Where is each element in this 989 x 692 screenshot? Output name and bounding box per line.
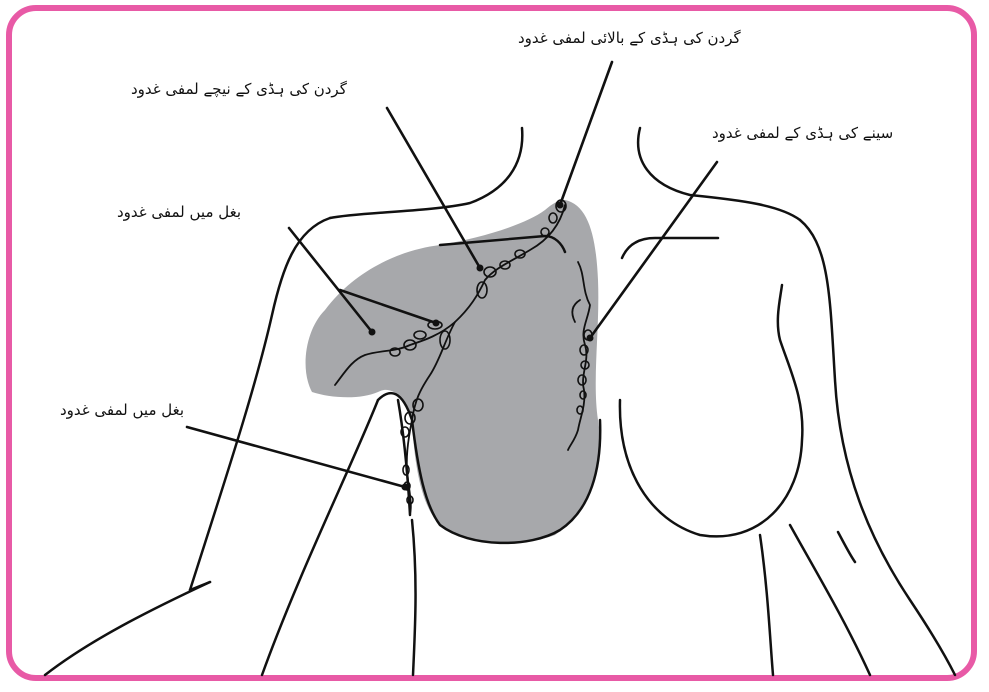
- callout-infraclavicular: [387, 108, 480, 268]
- label-axillary-nodes-upper: بغل میں لمفی غدود: [117, 203, 241, 221]
- label-internal-mammary-nodes: سینے کی ہڈی کے لمفی غدود: [712, 124, 893, 142]
- label-supraclavicular-nodes: گردن کی ہڈی کے بالائی لمفی غدود: [518, 29, 741, 47]
- callout-supraclavicular: [560, 62, 612, 205]
- label-axillary-nodes-lower: بغل میں لمفی غدود: [60, 401, 184, 419]
- callout-axillary-lower: [187, 427, 405, 487]
- callout-internal-mammary: [590, 162, 717, 338]
- label-infraclavicular-nodes: گردن کی ہڈی کے نیچے لمفی غدود: [131, 80, 347, 98]
- shaded-lymphatic-region: [306, 200, 600, 543]
